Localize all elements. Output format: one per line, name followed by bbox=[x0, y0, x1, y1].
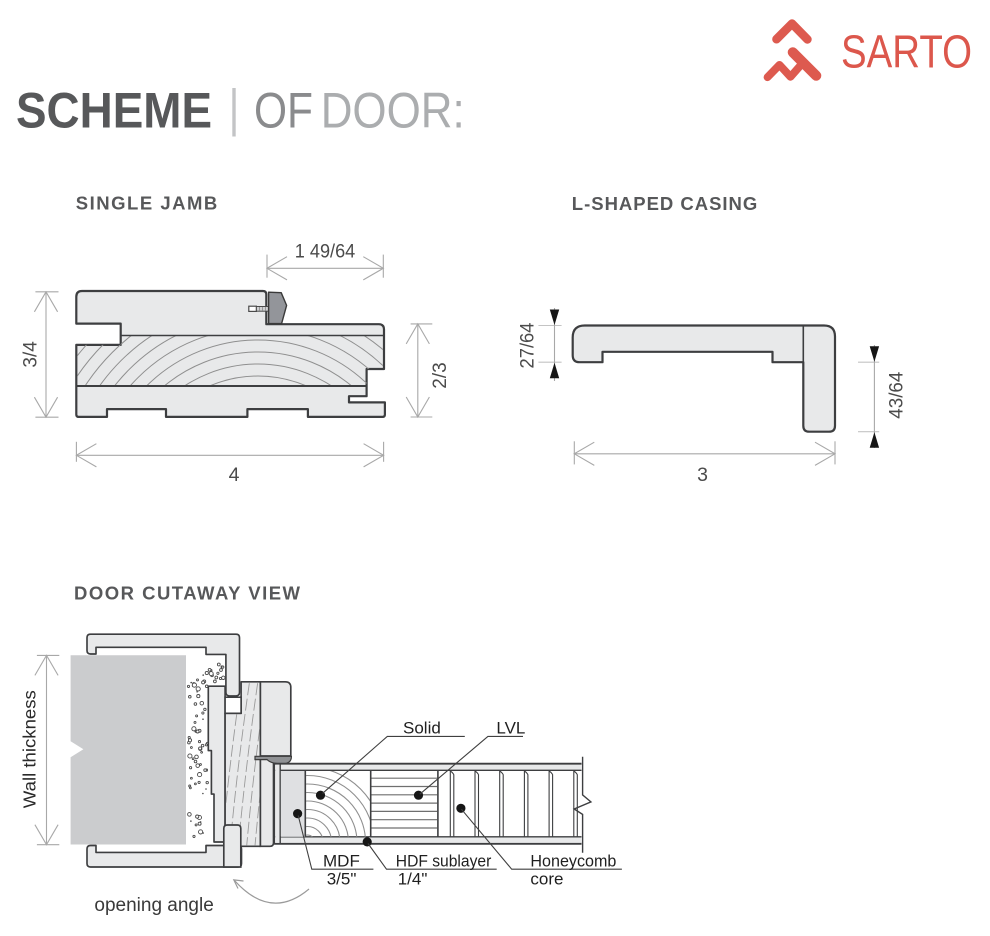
svg-text:2/3: 2/3 bbox=[430, 362, 451, 388]
svg-text:opening angle: opening angle bbox=[94, 895, 213, 916]
svg-text:OF: OF bbox=[254, 83, 313, 139]
svg-text:3/5": 3/5" bbox=[327, 870, 357, 889]
svg-text:4: 4 bbox=[229, 464, 240, 486]
svg-text:Honeycomb: Honeycomb bbox=[530, 852, 616, 871]
svg-text:Solid: Solid bbox=[403, 719, 441, 738]
svg-text:SINGLE JAMB: SINGLE JAMB bbox=[76, 193, 218, 214]
svg-text:3/4: 3/4 bbox=[21, 341, 42, 368]
svg-text:Wall thickness: Wall thickness bbox=[20, 690, 40, 808]
svg-text:43/64: 43/64 bbox=[887, 371, 908, 418]
svg-text:core: core bbox=[530, 870, 563, 889]
svg-text:L-SHAPED CASING: L-SHAPED CASING bbox=[572, 193, 758, 214]
svg-text:LVL: LVL bbox=[496, 719, 525, 738]
svg-text:MDF: MDF bbox=[323, 852, 360, 871]
svg-text:1/4": 1/4" bbox=[398, 870, 428, 889]
svg-text:DOOR CUTAWAY VIEW: DOOR CUTAWAY VIEW bbox=[74, 583, 301, 604]
svg-text:1 49/64: 1 49/64 bbox=[295, 240, 356, 262]
svg-text:SARTO: SARTO bbox=[841, 26, 972, 78]
svg-text:SCHEME: SCHEME bbox=[16, 83, 212, 139]
svg-text:HDF sublayer: HDF sublayer bbox=[396, 852, 492, 871]
svg-text:3: 3 bbox=[697, 464, 708, 486]
svg-text:27/64: 27/64 bbox=[518, 322, 539, 368]
svg-text:DOOR:: DOOR: bbox=[321, 83, 465, 139]
